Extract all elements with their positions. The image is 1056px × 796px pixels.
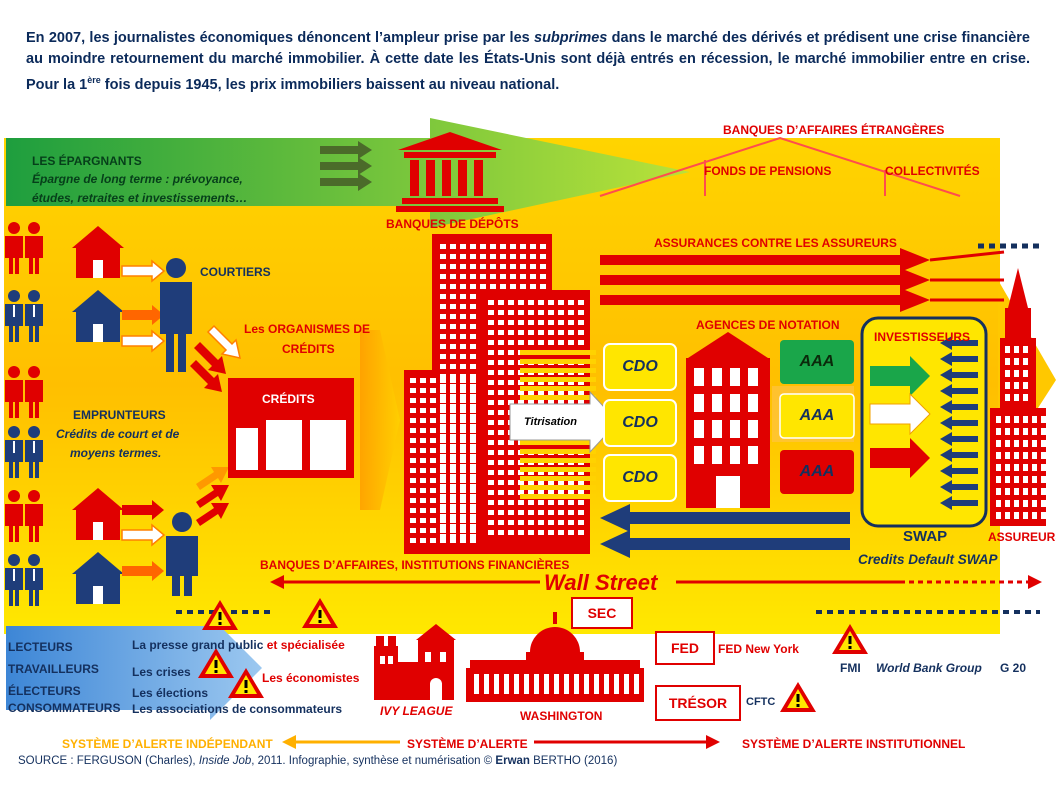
source-footer: SOURCE : FERGUSON (Charles), Inside Job,…	[18, 755, 618, 767]
institutional-alert-label: SYSTÈME D’ALERTE INSTITUTIONNEL	[742, 737, 966, 751]
broker-icons	[160, 258, 198, 596]
rating-agencies-label: AGENCES DE NOTATION	[696, 318, 840, 332]
foreign-banks-roof	[599, 136, 961, 197]
foreign-banks-label: BANQUES D’AFFAIRES ÉTRANGÈRES	[723, 123, 945, 137]
fed-ny-label: FED New York	[718, 642, 799, 656]
swap-label: SWAP	[903, 528, 948, 545]
independent-alert-label: SYSTÈME D’ALERTE INDÉPENDANT	[62, 737, 273, 751]
fmi-label: FMI	[840, 661, 861, 675]
press-label: La presse grand public et spécialisée	[132, 638, 345, 652]
cdo-box-3: CDO	[622, 469, 658, 486]
borrowers-line-2: moyens termes.	[70, 446, 162, 460]
borrowers-title: EMPRUNTEURS	[73, 408, 166, 422]
elections-label: Les élections	[132, 686, 209, 700]
cftc-label: CFTC	[746, 696, 776, 708]
house-arrows	[121, 259, 166, 581]
fed-box: FED	[671, 640, 699, 656]
borrowers-line-1: Crédits de court et de	[56, 427, 180, 441]
intro-paragraph: En 2007, les journalistes économiques dé…	[26, 30, 1030, 93]
savers-line-2: études, retraites et investissements…	[32, 191, 248, 205]
cds-label: Credits Default SWAP	[858, 552, 998, 567]
cdo-box-2: CDO	[622, 414, 658, 431]
alert-system-label: SYSTÈME D’ALERTE	[407, 737, 528, 751]
deposit-banks-label: BANQUES DE DÉPÔTS	[386, 217, 519, 231]
savers-small-arrows	[320, 141, 372, 191]
securitisation-label: Titrisation	[524, 416, 577, 428]
pension-funds-label: FONDS DE PENSIONS	[704, 164, 832, 178]
g20-label: G 20	[1000, 661, 1027, 675]
tresor-box: TRÉSOR	[668, 695, 728, 711]
investment-banks-label: BANQUES D’AFFAIRES, INSTITUTIONS FINANCI…	[260, 558, 570, 572]
savers-arrow	[6, 118, 690, 228]
cdo-box-1: CDO	[622, 358, 658, 375]
sec-box: SEC	[587, 605, 617, 621]
readers-label: LECTEURS	[8, 640, 73, 654]
insurers-label: ASSUREURS	[988, 530, 1056, 544]
insurance-arrows	[600, 248, 930, 312]
workers-label: TRAVAILLEURS	[8, 662, 99, 676]
credits-label: CRÉDITS	[262, 392, 315, 406]
aaa-box-green: AAA	[799, 353, 835, 370]
aaa-box-red: AAA	[799, 463, 835, 480]
insurance-label: ASSURANCES CONTRE LES ASSUREURS	[654, 236, 897, 250]
ivy-league-label: IVY LEAGUE	[380, 704, 453, 718]
washington-label: WASHINGTON	[520, 709, 603, 723]
collectivities-label: COLLECTIVITÉS	[885, 164, 980, 178]
credit-orgs-line-2: CRÉDITS	[282, 342, 335, 356]
funnel-arrow	[360, 330, 400, 510]
savers-line-1: Épargne de long terme : prévoyance,	[32, 172, 243, 186]
world-bank-label: World Bank Group	[876, 661, 982, 675]
bank-temple-icon	[396, 132, 504, 212]
voters-label: ÉLECTEURS	[8, 684, 81, 698]
crises-label: Les crises	[132, 665, 191, 679]
associations-label: Les associations de consommateurs	[132, 702, 343, 716]
savers-title: LES ÉPARGNANTS	[32, 154, 142, 168]
brokers-label: COURTIERS	[200, 265, 271, 279]
consumers-label: CONSOMMATEURS	[8, 701, 121, 715]
wall-street-label: Wall Street	[544, 570, 658, 595]
economists-label: Les économistes	[262, 671, 360, 685]
citizens-arrow	[6, 616, 262, 720]
credit-orgs-line-1: Les ORGANISMES DE	[244, 322, 371, 336]
investors-label: INVESTISSEURS	[874, 330, 971, 344]
aaa-box-yellow: AAA	[799, 407, 835, 424]
credit-arrows	[190, 324, 241, 526]
cds-return-arrows	[600, 504, 850, 558]
